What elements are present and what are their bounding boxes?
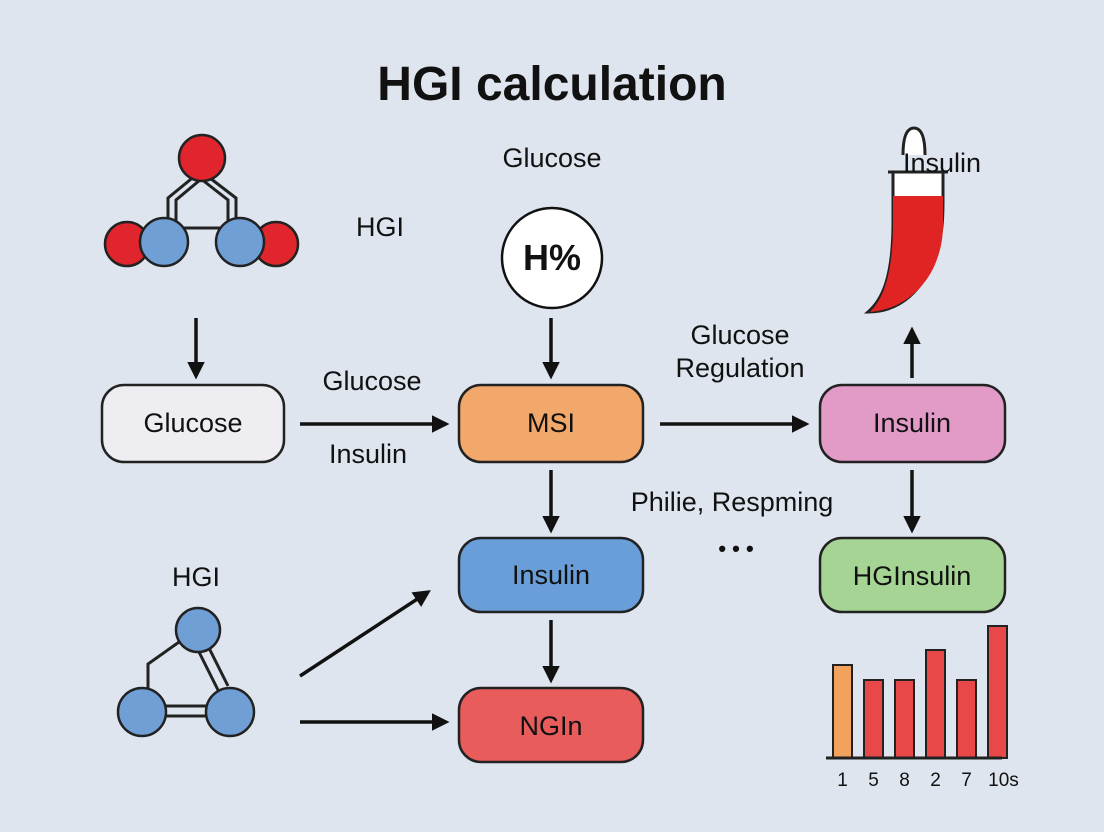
bar <box>956 679 977 759</box>
bar <box>894 679 915 759</box>
bar-tick-label: 1 <box>837 770 848 791</box>
insulin-tube-icon <box>863 126 948 314</box>
glucose-label-top: Glucose <box>502 143 601 173</box>
bar-tick-label: 7 <box>961 770 972 791</box>
hgi-label-top: HGI <box>356 212 404 242</box>
bar-tick-label: 2 <box>930 770 941 791</box>
bar <box>987 625 1008 759</box>
arrow-molecule-to-insulin-blue <box>299 590 431 678</box>
insulin-pink-box: Insulin <box>818 383 1007 464</box>
ellipsis: • • • <box>718 536 753 561</box>
carbon-atom <box>138 216 190 268</box>
arrow-insulin-label: Insulin <box>329 439 407 469</box>
carbon-atom <box>174 606 222 654</box>
diagram-title: HGI calculation <box>377 58 726 111</box>
carbon-atom <box>214 216 266 268</box>
philie-label: Philie, Respming <box>631 487 834 517</box>
carbon-atom <box>116 686 168 738</box>
bar-tick-label: 5 <box>868 770 879 791</box>
bar <box>832 664 853 759</box>
hginsulin-box-label: HGInsulin <box>853 561 972 591</box>
arrow-glucose-label: Glucose <box>322 366 421 396</box>
molecule-bottom-left <box>116 606 256 738</box>
oxygen-atom <box>177 133 227 183</box>
glucose-regulation-label-line1: Glucose <box>690 320 789 350</box>
molecule-top-left <box>103 133 300 268</box>
bar-tick-label: 8 <box>899 770 910 791</box>
glucose-box: Glucose <box>100 383 286 464</box>
bar <box>863 679 884 759</box>
msi-box: MSI <box>457 383 645 464</box>
hginsulin-box: HGInsulin <box>818 536 1007 614</box>
bar <box>925 649 946 759</box>
glucose-box-label: Glucose <box>143 408 242 438</box>
insulin-blue-box-label: Insulin <box>512 560 590 590</box>
insulin-tube-label: Insulin <box>903 148 981 178</box>
h-percent-node: H% <box>500 206 604 310</box>
hgi-label-bottom: HGI <box>172 562 220 592</box>
ngin-box-label: NGIn <box>519 711 582 741</box>
ngin-box: NGIn <box>457 686 645 764</box>
insulin-pink-box-label: Insulin <box>873 408 951 438</box>
msi-box-label: MSI <box>527 408 575 438</box>
h-percent-text: H% <box>523 237 581 278</box>
carbon-atom <box>204 686 256 738</box>
bar-tick-label: 10s <box>988 770 1019 791</box>
glucose-regulation-label-line2: Regulation <box>675 353 804 383</box>
insulin-blue-box: Insulin <box>457 536 645 614</box>
